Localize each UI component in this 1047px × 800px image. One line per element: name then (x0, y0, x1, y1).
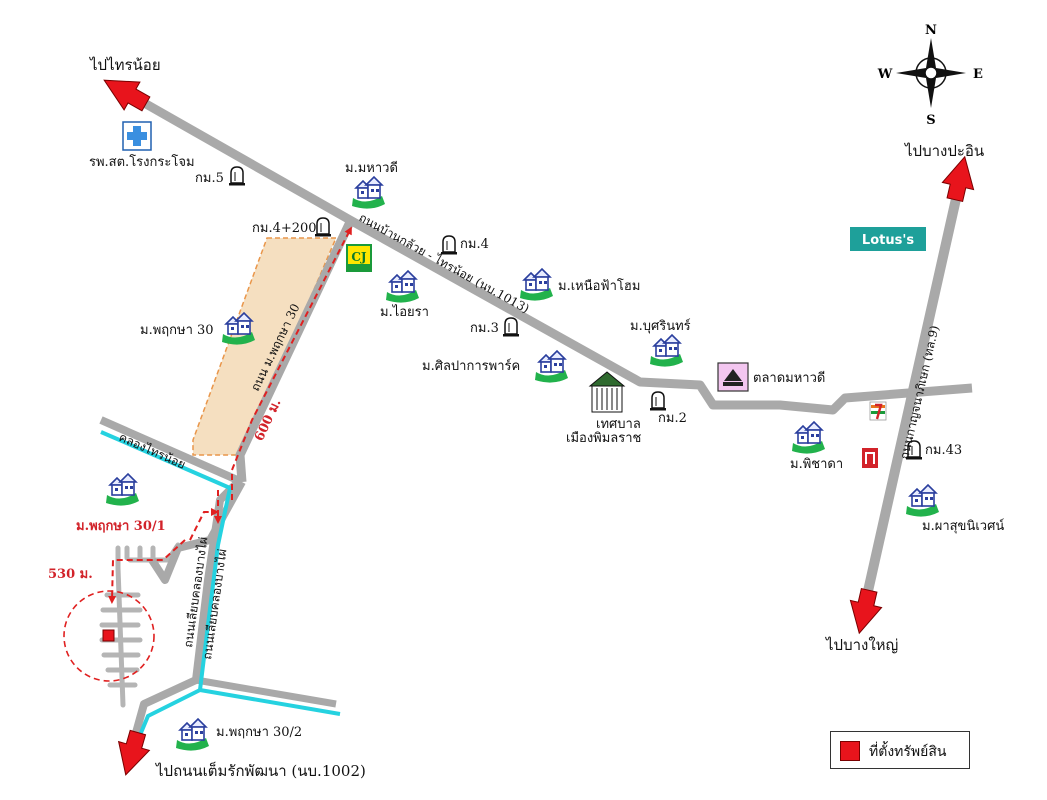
house-icon-mahawadee (351, 176, 386, 210)
route-530m (108, 539, 186, 604)
place-label-phasuk: ม.ผาสุขนิเวศน์ (922, 518, 1004, 534)
compass-w: W (877, 67, 893, 82)
place-label-phichada: ม.พิชาดา (790, 457, 843, 472)
road-ban-kluay-trai-noi (129, 92, 973, 415)
legend-property-swatch (840, 741, 860, 761)
place-label-km2: กม.2 (658, 411, 687, 426)
place-label-municipality: เทศบาล (596, 417, 641, 432)
direction-arrow-tem-rak (117, 729, 151, 776)
place-label-nuea-fah-home: ม.เหนือฟ้าโฮม (558, 278, 640, 294)
house-icon-near-canal (105, 473, 140, 507)
map-legend: ที่ตั้งทรัพย์สิน (830, 731, 970, 769)
route-600m (231, 226, 352, 500)
road-south-east (195, 676, 337, 708)
store-icon (862, 448, 878, 468)
direction-label-bang-yai: ไปบางใหญ่ (825, 636, 898, 654)
direction-label-tem-rak: ไปถนนเต็มรักพัฒนา (นบ.1002) (155, 761, 366, 780)
roads (99, 92, 973, 742)
direction-arrow-bang-pa-in (941, 155, 975, 203)
cj-store-logo: CJ (346, 244, 372, 272)
place-label-mahawadee: ม.มหาวดี (345, 160, 398, 176)
legend-property-label: ที่ตั้งทรัพย์สิน (869, 744, 947, 760)
place-label-phruksa-30-2: ม.พฤกษา 30/2 (216, 725, 302, 740)
km-post-icon-4-200 (314, 217, 332, 238)
house-icon-silpakarn-park (534, 350, 569, 384)
km-post-icon-2 (649, 391, 667, 412)
distance-label-530: 530 ม. (48, 567, 93, 582)
place-label-talad-mahawadee: ตลาดมหาวดี (753, 370, 825, 386)
place-label-silpakarn-park: ม.ศิลปาการพาร์ค (422, 358, 520, 374)
property-radius (63, 590, 155, 682)
place-label-km4: กม.4 (460, 237, 489, 252)
km-post-icon-3 (502, 317, 520, 338)
house-icon-phichada (791, 421, 826, 455)
direction-label-bang-pa-in: ไปบางปะอิน (904, 142, 984, 160)
place-label-hospital: รพ.สต.โรงกระโจม (89, 154, 195, 170)
km-post-icon-4 (440, 235, 458, 256)
road-kanchanaphisek (861, 188, 963, 602)
compass-rose: N S W E (877, 23, 983, 128)
road-klong-bang-phai-south (130, 479, 241, 742)
house-icon-busarin (649, 334, 684, 368)
compass-n: N (925, 23, 937, 38)
direction-arrow-trai-noi (103, 79, 151, 112)
house-icon-phruksa-30-2 (175, 718, 210, 752)
property-marker (102, 629, 115, 642)
place-label-aira: ม.ไอยรา (380, 304, 429, 320)
place-label-busarin: ม.บุศรินทร์ (630, 318, 691, 334)
route-to-30-1 (189, 508, 219, 541)
canal (100, 430, 341, 741)
place-label-municipality-2: เมืองพิมลราช (566, 430, 642, 446)
hospital-icon (122, 121, 152, 151)
road-phruksa-30 (235, 220, 355, 483)
place-label-phruksa-30-1: ม.พฤกษา 30/1 (76, 519, 166, 534)
seven-eleven-logo (869, 401, 887, 421)
place-label-km4-200: กม.4+200 (252, 221, 317, 236)
house-icon-phasuk (905, 484, 940, 518)
place-label-km3: กม.3 (470, 321, 499, 336)
direction-label-trai-noi: ไปไทรน้อย (89, 56, 161, 74)
road-label-ban-kluay: ถนนบ้านกล้วย - ไทรน้อย (นบ.1013) (357, 210, 532, 316)
route-lines (108, 226, 352, 604)
municipality-building-icon (588, 371, 626, 413)
plot-area (192, 237, 338, 456)
compass-s: S (926, 113, 935, 128)
market-icon (717, 362, 749, 392)
lotus-logo-text: Lotus's (862, 233, 914, 248)
soi-network (99, 542, 181, 708)
cj-logo-text: CJ (351, 250, 367, 264)
place-label-km5: กม.5 (195, 171, 224, 186)
place-label-km43: กม.43 (925, 443, 962, 458)
road-trai-noi-west (99, 416, 244, 486)
direction-arrow-bang-yai (849, 587, 883, 635)
lotus-logo: Lotus's (850, 227, 926, 251)
place-label-phruksa-30: ม.พฤกษา 30 (140, 323, 214, 338)
house-icon-nuea-fah-home (519, 268, 554, 302)
compass-e: E (973, 67, 983, 82)
house-icon-aira (385, 270, 420, 304)
km-post-icon-5 (228, 166, 246, 187)
